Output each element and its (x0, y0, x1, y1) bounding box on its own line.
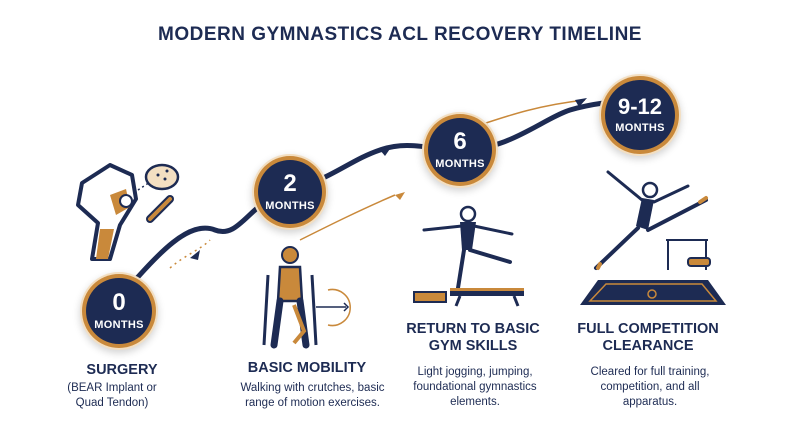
stage-value: 2 (283, 170, 297, 197)
stage-value: 9-12 (617, 94, 663, 119)
stage-title: RETURN TO BASIC GYM SKILLS (406, 321, 540, 354)
stage-unit: MONTHS (94, 319, 144, 331)
stage-badge: 6 MONTHS (428, 118, 492, 182)
stage-badge: 9-12 MONTHS (605, 80, 675, 150)
stage-value: 0 (112, 289, 126, 316)
crutches-walker-icon (262, 246, 351, 349)
stage-description: Cleared for full training, competition, … (590, 366, 710, 408)
stage-description: Walking with crutches, basic range of mo… (240, 382, 385, 409)
stage-title: BASIC MOBILITY (247, 360, 367, 376)
stage-unit: MONTHS (615, 122, 665, 134)
knee-joint-icon (76, 163, 180, 261)
stage-description: Light jogging, jumping, foundational gym… (413, 366, 537, 408)
stage-value: 6 (453, 128, 467, 155)
stage-badge: 2 MONTHS (258, 160, 322, 224)
balance-beam-gymnast-icon (413, 205, 524, 307)
stage-description: (BEAR Implant or Quad Tendon) (67, 382, 157, 409)
page-title: MODERN GYMNASTICS ACL RECOVERY TIMELINE (158, 24, 642, 45)
arrow-icon (190, 98, 587, 260)
stage-unit: MONTHS (265, 200, 315, 212)
stage-unit: MONTHS (435, 158, 485, 170)
stage-badge: 0 MONTHS (86, 278, 152, 344)
stage-title: FULL COMPETITION CLEARANCE (577, 321, 719, 354)
stage-title: SURGERY (86, 362, 158, 378)
leaping-gymnast-icon (580, 170, 726, 305)
